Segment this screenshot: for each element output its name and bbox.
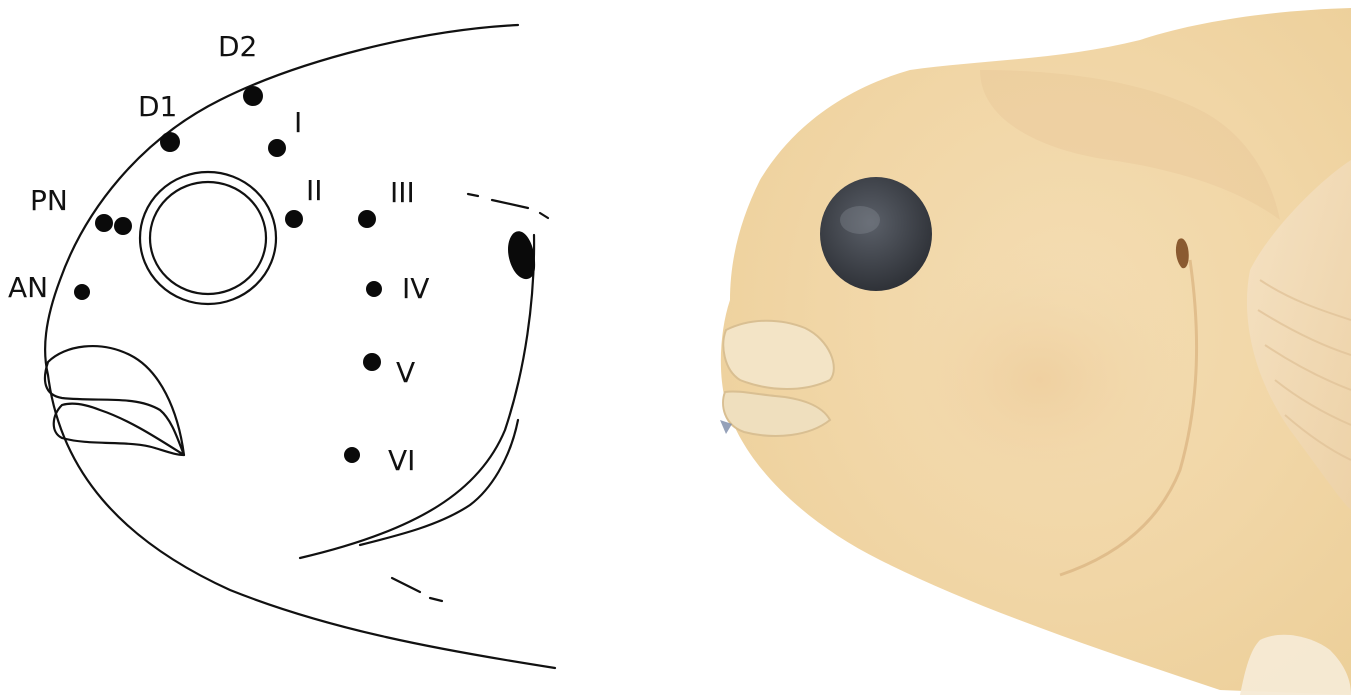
- label-v: V: [396, 356, 415, 389]
- dashed-line-upper: [468, 194, 478, 196]
- dashed-line-lower-2: [430, 598, 442, 601]
- lower-lip: [54, 404, 184, 455]
- pore-ii: [285, 210, 303, 228]
- pore-v: [363, 353, 381, 371]
- pore-vi: [344, 447, 360, 463]
- label-an: AN: [8, 271, 48, 304]
- label-d2: D2: [218, 30, 257, 63]
- eye-ring-inner: [150, 182, 266, 294]
- pore-d1: [160, 132, 180, 152]
- eye-sheen: [840, 206, 880, 234]
- label-d1: D1: [138, 90, 177, 123]
- label-vi: VI: [388, 444, 415, 477]
- dashed-line-lower: [392, 578, 420, 592]
- eye-ring-outer: [140, 172, 276, 304]
- photo-panel: [680, 0, 1351, 695]
- head-diagram: D2 D1 I PN II III AN IV V VI: [0, 0, 680, 695]
- pore-an: [74, 284, 90, 300]
- label-i: I: [294, 106, 302, 139]
- dashed-line-upper-2: [492, 200, 528, 208]
- eye: [820, 177, 932, 291]
- specimen-photo: [680, 0, 1351, 695]
- pore-pn-1: [95, 214, 113, 232]
- pore-d2: [243, 86, 263, 106]
- label-iii: III: [390, 176, 415, 209]
- cheek-shading: [870, 240, 1210, 520]
- drawing-panel: D2 D1 I PN II III AN IV V VI: [0, 0, 680, 695]
- pore-i: [268, 139, 286, 157]
- pore-pn-2: [114, 217, 132, 235]
- label-iv: IV: [402, 272, 429, 305]
- label-ii: II: [306, 174, 323, 207]
- dashed-line-upper-3: [540, 213, 548, 218]
- pore-iv: [366, 281, 382, 297]
- preopercle-edge: [360, 420, 518, 545]
- pore-iii: [358, 210, 376, 228]
- label-pn: PN: [30, 184, 68, 217]
- black-spot: [508, 231, 535, 279]
